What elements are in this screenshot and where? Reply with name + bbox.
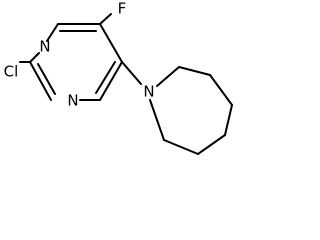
bond-n1-c2	[29, 52, 40, 63]
bond-c5-c6	[163, 139, 199, 155]
bond-c4-n-azepane	[121, 61, 142, 85]
pyrimidine-n-upper-label: N	[39, 38, 50, 56]
bond-c3-c4	[224, 104, 233, 136]
molecule-diagram: F Cl N N N	[4, 0, 233, 155]
azepane-ring	[149, 66, 233, 155]
azepane-n-label: N	[143, 83, 154, 101]
pyrimidine-n-lower-label: N	[67, 92, 78, 110]
bond-c6-n	[149, 99, 165, 141]
bond-c2-c3	[209, 74, 233, 106]
chlorine-label: Cl	[4, 63, 19, 81]
pyrimidine-ring	[29, 23, 123, 101]
bond-n1-c6-left	[46, 23, 59, 42]
bond-c5-c6	[99, 23, 123, 63]
bond-c1-c2	[178, 66, 211, 76]
bond-c4-c5-inner	[95, 61, 116, 94]
bond-c4-c5	[197, 134, 226, 155]
structure-canvas: F Cl N N N	[4, 0, 233, 155]
bond-n-c1	[156, 66, 180, 87]
fluorine-label: F	[118, 0, 127, 18]
bond-c2-n3	[29, 61, 52, 101]
bond-c4-c5	[99, 61, 123, 101]
bond-c5-f	[99, 13, 112, 25]
bond-c2-n3-inner	[37, 63, 56, 95]
